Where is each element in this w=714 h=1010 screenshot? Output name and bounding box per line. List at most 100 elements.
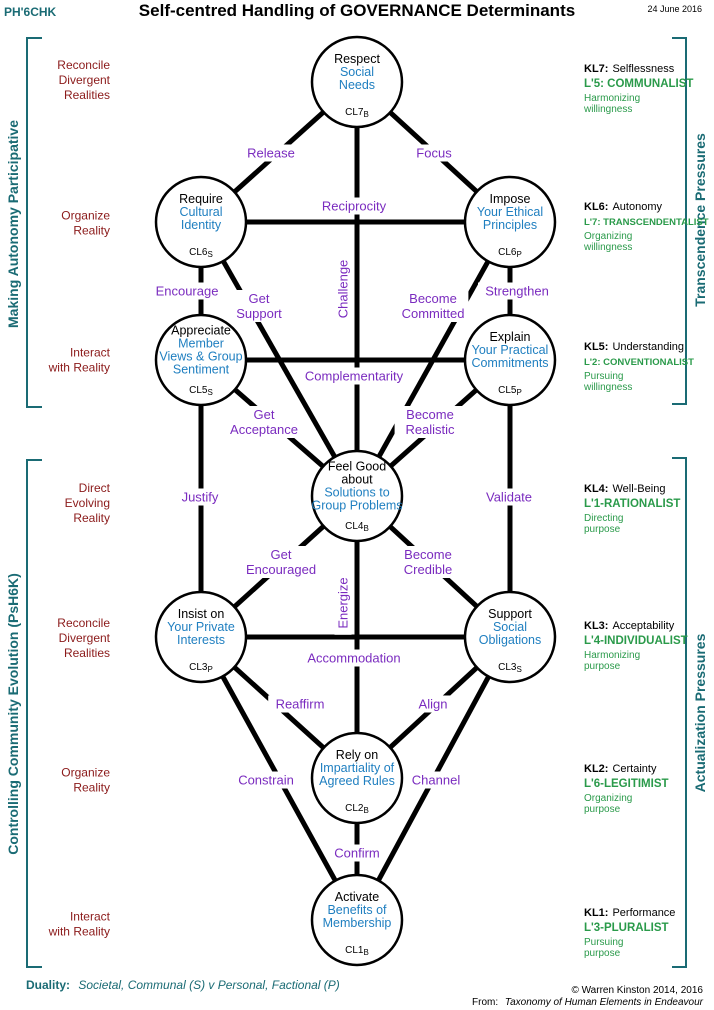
edge-label-line: Release xyxy=(247,146,295,161)
node-code: CL1B xyxy=(345,945,369,957)
left-label-line: Interact xyxy=(70,346,111,360)
left-label-line: Evolving xyxy=(65,496,110,510)
level-sub: purpose xyxy=(584,948,621,959)
node-text: Feel Good xyxy=(328,460,386,474)
node-text: Rely on xyxy=(336,748,378,762)
level-kl: KL7:Selflessness xyxy=(584,63,675,75)
node-text: Require xyxy=(179,192,223,206)
left-label-line: with Reality xyxy=(48,925,110,939)
node-circle xyxy=(463,175,557,269)
level-entry: KL3:AcceptabilityL'4-INDIVIDUALISTHarmon… xyxy=(584,620,688,672)
node-text: Explain xyxy=(490,330,531,344)
left-label-line: Interact xyxy=(70,910,111,924)
node-text: Member xyxy=(178,337,224,351)
edge-label: Release xyxy=(242,144,300,162)
nodes: RespectSocialNeedsCL7BRequireCulturalIde… xyxy=(154,35,557,967)
edge-label-line: Channel xyxy=(412,773,461,788)
level-sub: Harmonizing xyxy=(584,650,640,661)
node-text: Impartiality of xyxy=(320,761,395,775)
node-text: Insist on xyxy=(178,607,225,621)
edge-label-line: Committed xyxy=(402,306,465,321)
source-line: From: Taxonomy of Human Elements in Ende… xyxy=(472,997,704,1008)
edge-label-line: Challenge xyxy=(336,260,351,319)
level-sub: Organizing xyxy=(584,793,632,804)
edge-label-line: Become xyxy=(409,291,457,306)
level-entry: KL2:CertaintyL'6-LEGITIMISTOrganizingpur… xyxy=(584,763,669,815)
edge-label: Validate xyxy=(477,488,541,506)
node-text: Support xyxy=(488,607,532,621)
edge-label-line: Credible xyxy=(404,562,452,577)
level-sub: purpose xyxy=(584,661,621,672)
node-code: CL6S xyxy=(189,247,213,259)
node-text: Activate xyxy=(335,890,380,904)
edge-label-line: Get xyxy=(249,291,270,306)
left-bracket-label-upper: Making Autonomy Participative xyxy=(5,120,21,328)
edge-label: Strengthen xyxy=(478,282,556,300)
level-sub: Directing xyxy=(584,513,623,524)
edge-label: Complementarity xyxy=(297,367,411,385)
node-text: Identity xyxy=(181,218,222,232)
node-text: Commitments xyxy=(471,356,548,370)
source-text: Taxonomy of Human Elements in Endeavour xyxy=(505,997,704,1008)
level-l: L'3-PLURALIST xyxy=(584,922,669,934)
node-text: Principles xyxy=(483,218,537,232)
level-kl: KL3:Acceptability xyxy=(584,620,675,632)
edge-label-line: Acceptance xyxy=(230,422,298,437)
level-sub: Harmonizing xyxy=(584,93,640,104)
node-text: Obligations xyxy=(479,633,542,647)
node-circle xyxy=(310,35,404,129)
node-text: about xyxy=(341,473,373,487)
level-l: L'7: TRANSCENDENTALIST xyxy=(584,217,709,228)
left-labels: ReconcileDivergentRealitiesOrganizeReali… xyxy=(48,58,111,939)
node-text: Sentiment xyxy=(173,363,230,377)
edge-label: Justify xyxy=(171,488,229,506)
duality-label: Duality: xyxy=(26,978,70,992)
node-code: CL5S xyxy=(189,385,213,397)
edge-label: Align xyxy=(412,695,454,713)
right-bracket-upper xyxy=(672,37,687,405)
brackets xyxy=(26,37,687,968)
edge-label-line: Energize xyxy=(336,577,351,628)
edge-label-line: Strengthen xyxy=(485,284,549,299)
left-bracket-lower xyxy=(26,459,42,968)
node-text: Impose xyxy=(490,192,531,206)
edge-label: Confirm xyxy=(328,844,386,862)
edge-label-line: Validate xyxy=(486,490,532,505)
node-text: Views & Group xyxy=(159,350,242,364)
level-l: L'2: CONVENTIONALIST xyxy=(584,357,694,368)
node-text: Needs xyxy=(339,78,375,92)
level-sub: willingness xyxy=(583,382,632,393)
node-text: Your Practical xyxy=(472,343,549,357)
right-bracket-lower xyxy=(672,457,687,968)
node-code: CL3P xyxy=(189,662,213,674)
level-sub: willingness xyxy=(583,104,632,115)
left-label-line: Organize xyxy=(61,209,110,223)
node-code: CL6P xyxy=(498,247,522,259)
node-circle xyxy=(463,313,557,407)
level-sub: purpose xyxy=(584,804,621,815)
level-sub: purpose xyxy=(584,524,621,535)
node-text: Membership xyxy=(323,916,392,930)
node-circle xyxy=(310,449,404,543)
edge-label-line: Reciprocity xyxy=(322,199,387,214)
